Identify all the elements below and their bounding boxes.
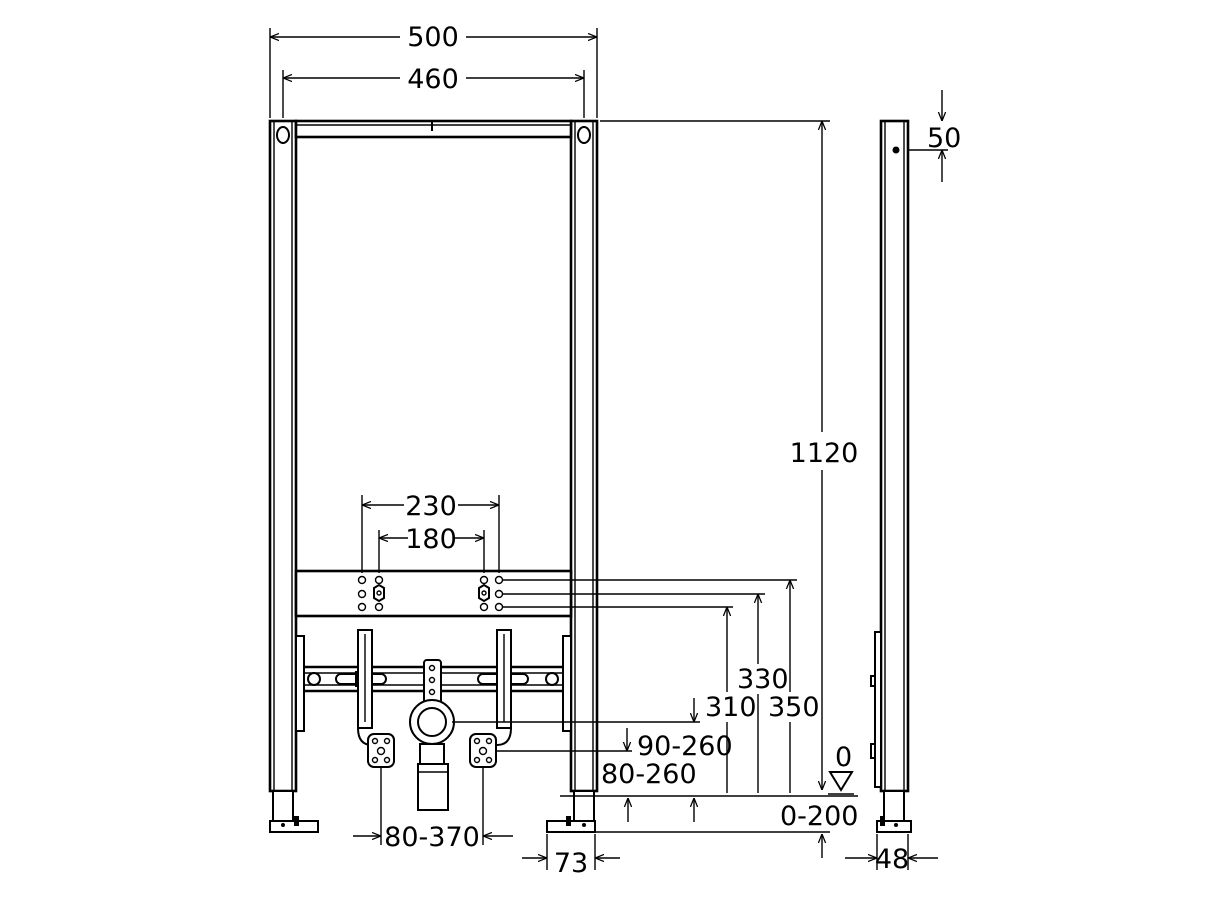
top-rail bbox=[294, 119, 573, 139]
adjusting-rods bbox=[357, 629, 512, 746]
dimension-lines bbox=[269, 28, 948, 870]
dim-connection-height-b: 310 bbox=[705, 692, 757, 723]
mounting-hole-left bbox=[276, 126, 290, 144]
dim-foot-width: 73 bbox=[554, 848, 588, 879]
dim-hole-spacing: 460 bbox=[407, 64, 459, 95]
dim-connection-height-a: 330 bbox=[737, 664, 789, 695]
dim-floor-level: 0 bbox=[835, 742, 852, 773]
dim-inner-connections: 180 bbox=[405, 524, 457, 555]
side-view bbox=[870, 119, 912, 833]
dim-overall-width: 500 bbox=[407, 22, 459, 53]
dim-foot-adjust: 0-200 bbox=[780, 801, 858, 832]
dim-connection-height-c: 350 bbox=[768, 692, 820, 723]
dim-outer-connections: 230 bbox=[405, 491, 457, 522]
drain-assembly bbox=[409, 659, 455, 811]
connection-holes bbox=[357, 575, 504, 612]
dim-profile-depth: 48 bbox=[875, 844, 909, 875]
dim-bracket-spacing: 80-370 bbox=[384, 822, 480, 853]
dim-supply-height: 80-260 bbox=[601, 759, 697, 790]
front-view bbox=[268, 119, 599, 833]
dim-depth-top: 50 bbox=[927, 123, 961, 154]
mounting-hole-right bbox=[577, 126, 591, 144]
dim-height: 1120 bbox=[790, 438, 859, 469]
feet bbox=[269, 790, 596, 833]
dim-drain-height: 90-260 bbox=[637, 731, 733, 762]
dimension-labels: 500 460 1120 50 230 180 330 310 350 90-2… bbox=[384, 22, 961, 879]
